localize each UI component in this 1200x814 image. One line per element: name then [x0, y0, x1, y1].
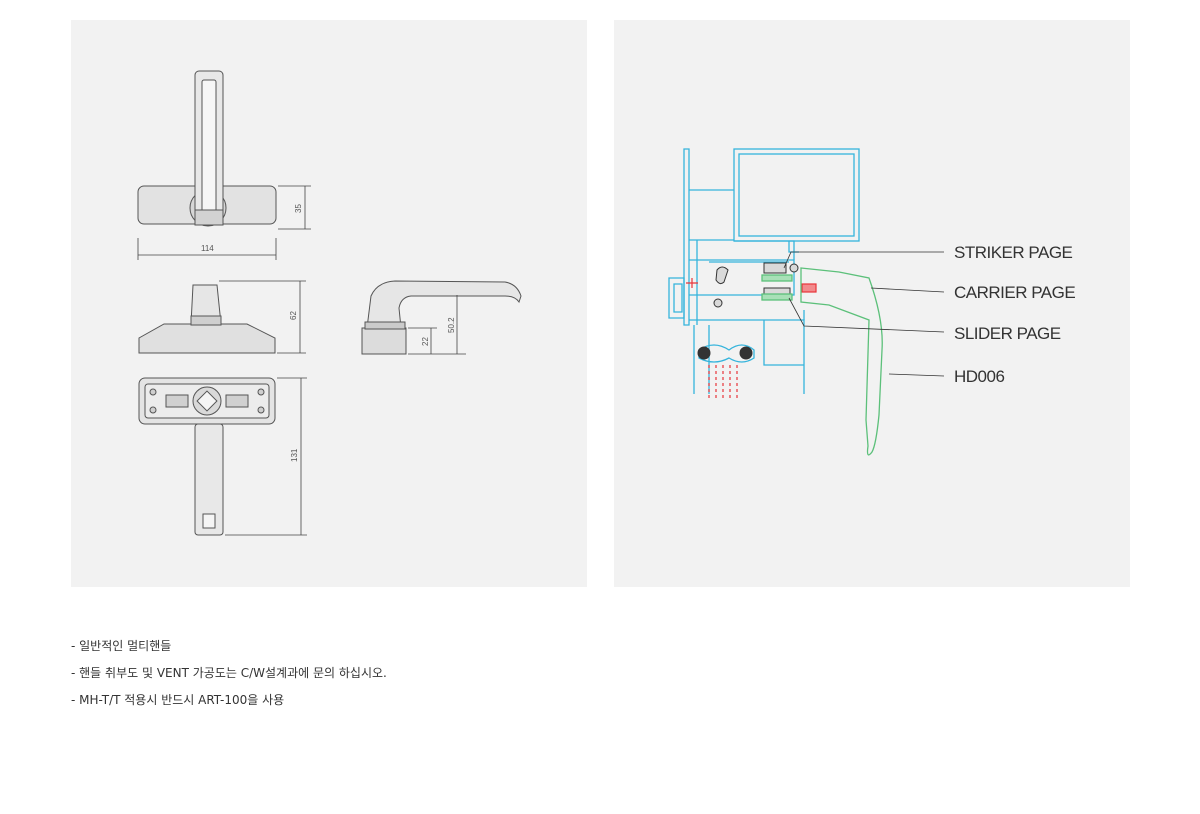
top-view-dimensions	[137, 185, 311, 260]
frame-profile	[668, 148, 860, 394]
label-striker-page: STRIKER PAGE	[954, 243, 1073, 262]
section-drawing-panel: STRIKER PAGE CARRIER PAGE SLIDER PAGE HD…	[614, 20, 1130, 587]
lever-profile-dimensions	[408, 295, 466, 355]
red-accents	[686, 278, 817, 398]
handle-drawing-panel: 35 114 62	[71, 20, 587, 587]
green-handle	[761, 267, 883, 456]
dim-114-label: 114	[201, 244, 214, 253]
dim-50-2-label: 50.2	[447, 317, 456, 333]
notes-list: - 일반적인 멀티핸들 - 핸들 취부도 및 VENT 가공도는 C/W설계과에…	[71, 636, 671, 717]
label-hd006: HD006	[954, 367, 1004, 386]
dim-22-label: 22	[421, 337, 430, 346]
back-view-dimensions	[225, 377, 307, 536]
section-drawing: STRIKER PAGE CARRIER PAGE SLIDER PAGE HD…	[668, 148, 1076, 456]
dim-35-label: 35	[294, 204, 303, 213]
label-slider-page: SLIDER PAGE	[954, 324, 1061, 343]
label-carrier-page: CARRIER PAGE	[954, 283, 1075, 302]
back-view	[138, 377, 276, 536]
note-item: - 핸들 취부도 및 VENT 가공도는 C/W설계과에 문의 하십시오.	[71, 666, 387, 680]
side-view	[138, 284, 276, 354]
note-item: - 일반적인 멀티핸들	[71, 639, 172, 653]
side-view-dimensions	[219, 280, 306, 354]
top-view	[137, 70, 277, 227]
lever-profile-view	[361, 280, 522, 355]
dim-62-label: 62	[289, 311, 298, 320]
leader-lines	[783, 251, 945, 377]
handle-technical-drawing: 35 114 62	[137, 70, 522, 536]
note-item: - MH-T/T 적용시 반드시 ART-100을 사용	[71, 693, 285, 707]
dim-131-label: 131	[290, 448, 299, 462]
hardware-details	[697, 262, 799, 360]
